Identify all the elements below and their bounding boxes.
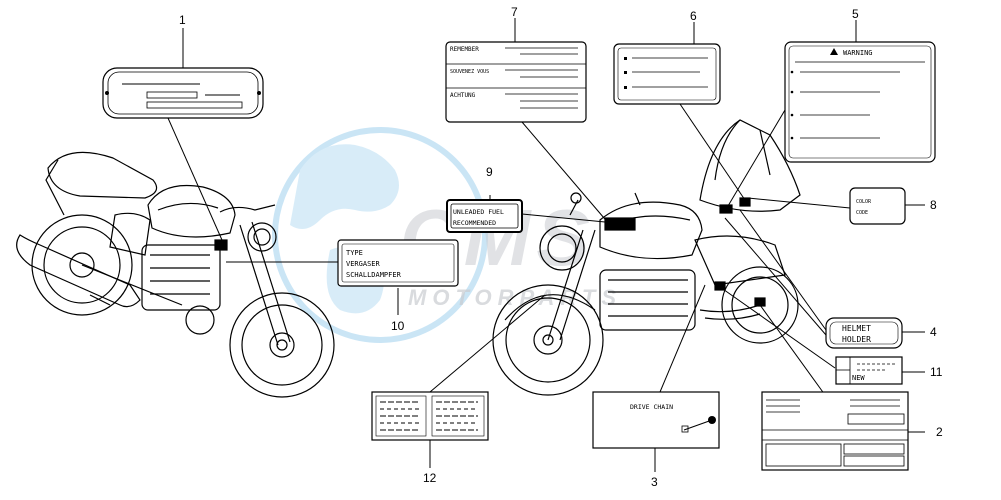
label-plate-1: [102, 67, 264, 119]
label-drive-chain-3: DRIVE CHAIN: [592, 391, 720, 449]
label-caution-7: REMEMBER SOUVENEZ VOUS ACHTUNG: [445, 41, 587, 123]
callout-11: 11: [930, 365, 943, 379]
callout-2: 2: [936, 425, 943, 439]
warning-triangle-icon: [830, 48, 838, 55]
globe-ring: [272, 127, 488, 343]
caution-label-achtung: ACHTUNG: [450, 92, 476, 99]
callout-4: 4: [930, 325, 937, 339]
label-type-10: TYPE VERGASER SCHALLDAMPFER: [337, 239, 459, 287]
type-label-line3: SCHALLDAMPFER: [346, 271, 402, 279]
color-code-line2: CODE: [856, 210, 868, 216]
type-label-line2: VERGASER: [346, 260, 381, 268]
drive-chain-label-text: DRIVE CHAIN: [630, 403, 673, 411]
new-label-text: NEW: [852, 374, 865, 382]
callout-7: 7: [511, 5, 518, 19]
watermark-subtext: MOTORPARTS: [408, 285, 622, 310]
callout-3: 3: [651, 475, 658, 489]
label-fuel-9: UNLEADED FUEL RECOMMENDED: [446, 199, 523, 233]
label-plate-2: [761, 391, 909, 471]
label-warning-5: WARNING: [784, 41, 936, 163]
label-new-11: NEW: [835, 356, 903, 385]
type-label-line1: TYPE: [346, 249, 363, 257]
motorcycle-left-illustration: [16, 151, 335, 398]
caution-label-remember: REMEMBER: [450, 46, 479, 53]
callout-1: 1: [179, 13, 186, 27]
callout-8: 8: [930, 198, 937, 212]
callout-12: 12: [423, 471, 437, 485]
callout-9: 9: [486, 165, 493, 179]
label-plate-6: [613, 43, 721, 105]
chain-adjuster-icon: [708, 416, 716, 424]
helmet-label-line1: HELMET: [842, 324, 871, 333]
fuel-label-line2: RECOMMENDED: [453, 219, 496, 227]
callout-6: 6: [690, 9, 697, 23]
color-code-line1: COLOR: [856, 199, 872, 205]
label-plate-12: [371, 391, 489, 441]
globe-continent: [290, 144, 399, 229]
warning-title: WARNING: [843, 49, 873, 57]
caution-label-souvenez: SOUVENEZ VOUS: [450, 69, 489, 75]
leader-lines: [167, 18, 925, 472]
label-color-code-8: COLOR CODE: [849, 187, 906, 225]
callout-10: 10: [391, 319, 405, 333]
label-helmet-holder-4: HELMET HOLDER: [825, 317, 903, 349]
callout-5: 5: [852, 7, 859, 21]
motorcycle-right-illustration: [492, 119, 801, 396]
helmet-label-line2: HOLDER: [842, 335, 871, 344]
fuel-label-line1: UNLEADED FUEL: [453, 208, 504, 216]
